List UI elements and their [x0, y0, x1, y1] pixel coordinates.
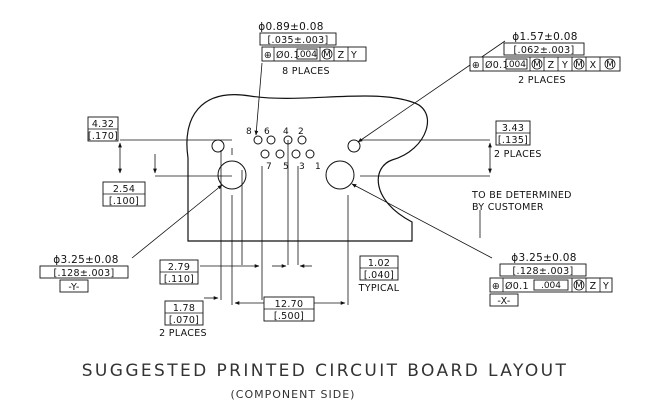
customer-note: TO BE DETERMINED BY CUSTOMER — [471, 190, 572, 213]
fcf-datum-y: Y — [350, 50, 357, 61]
callout-big-hole-right: ϕ3.25±0.08 [.128±.003] ⊕ Ø0.1 .004 M Z Y… — [489, 252, 613, 307]
small-hole-count: 8 PLACES — [282, 66, 330, 77]
fcf-tolerance: Ø0.1 — [505, 281, 529, 292]
fcf-datum-z: Z — [338, 50, 345, 61]
dim-2-54-inch: [.100] — [109, 196, 139, 207]
fcf-datum-z: Z — [548, 60, 555, 71]
mount-hole-inch: [.062±.003] — [514, 45, 575, 56]
big-hole-left — [217, 160, 247, 190]
dim-1-78-inch: [.070] — [169, 315, 199, 326]
dim-2-54: 2.54 [.100] — [102, 181, 146, 207]
dim-1-02-note: TYPICAL — [358, 283, 400, 294]
callout-small-hole: ϕ0.89±0.08 [.035±.003] ⊕ Ø0.1 .004 M Z Y… — [258, 21, 367, 77]
big-right-inch: [.128±.003] — [513, 266, 574, 277]
datum-y-label: -Y- — [68, 282, 79, 293]
mount-hole-left — [211, 139, 225, 153]
pin-label-5: 5 — [283, 162, 289, 172]
pin-label-3: 3 — [299, 162, 305, 172]
dim-1-02: 1.02 [.040] TYPICAL — [358, 255, 400, 294]
dim-3-43-inch: [.135] — [498, 135, 528, 146]
callout-mount-hole: ϕ1.57±0.08 [.062±.003] ⊕ Ø0.1 .004 M Z Y… — [469, 31, 621, 86]
extension-lines — [120, 139, 490, 305]
big-right-diameter: ϕ3.25±0.08 — [511, 252, 576, 264]
mount-hole-right — [347, 139, 361, 153]
pin-hole-3 — [291, 149, 301, 159]
fcf-position-symbol: ⊕ — [472, 60, 480, 71]
fcf-modifier: M — [606, 60, 614, 70]
big-hole-right — [325, 160, 355, 190]
fcf-datum-y: Y — [602, 281, 609, 292]
pin-hole-6 — [266, 135, 276, 145]
customer-note-line2: BY CUSTOMER — [472, 202, 544, 213]
holes — [211, 135, 361, 190]
pin-label-6: 6 — [264, 127, 270, 137]
fcf-tolerance-inch: .004 — [506, 60, 526, 70]
dim-2-79: 2.79 [.110] — [159, 259, 199, 285]
small-hole-inch: [.035±.003] — [268, 35, 329, 46]
dim-12-70: 12.70 [.500] — [263, 296, 315, 322]
drawing-title: SUGGESTED PRINTED CIRCUIT BOARD LAYOUT — [82, 361, 569, 381]
fcf-position-symbol: ⊕ — [264, 50, 272, 61]
dim-3-43-mm: 3.43 — [502, 123, 524, 134]
dim-4-32-inch: [.170] — [88, 131, 118, 142]
fcf-datum-z: Z — [590, 281, 597, 292]
board-outline — [186, 94, 429, 242]
dim-2-79-mm: 2.79 — [168, 262, 190, 273]
dim-2-79-inch: [.110] — [164, 274, 194, 285]
dim-1-78: 1.78 [.070] 2 PLACES — [159, 300, 207, 339]
fcf-tolerance-inch: .004 — [297, 50, 317, 60]
dim-1-02-inch: [.040] — [364, 270, 394, 281]
fcf-tolerance: Ø0.1 — [276, 50, 300, 61]
customer-note-line1: TO BE DETERMINED — [471, 190, 572, 201]
fcf-datum-x: X — [590, 60, 597, 71]
fcf-datum-y: Y — [561, 60, 568, 71]
big-left-diameter: ϕ3.25±0.08 — [53, 254, 118, 266]
callout-big-hole-left: ϕ3.25±0.08 [.128±.003] -Y- — [39, 254, 129, 293]
dim-12-70-mm: 12.70 — [275, 299, 304, 310]
dim-12-70-inch: [.500] — [274, 311, 304, 322]
pin-label-7: 7 — [266, 162, 272, 172]
dim-1-78-note: 2 PLACES — [159, 328, 207, 339]
pin-label-4: 4 — [283, 127, 289, 137]
pin-hole-2 — [297, 135, 307, 145]
fcf-modifier: M — [533, 60, 541, 70]
big-left-inch: [.128±.003] — [54, 268, 115, 279]
mount-hole-diameter: ϕ1.57±0.08 — [512, 31, 577, 43]
fcf-modifier: M — [575, 281, 583, 291]
dim-4-32: 4.32 [.170] — [87, 116, 119, 142]
dim-4-32-mm: 4.32 — [92, 119, 114, 130]
drawing-subtitle: (COMPONENT SIDE) — [231, 388, 356, 401]
dim-2-54-mm: 2.54 — [113, 184, 135, 195]
dim-1-78-mm: 1.78 — [173, 303, 195, 314]
dim-1-02-mm: 1.02 — [368, 258, 390, 269]
pin-numbers: 8 6 4 2 7 5 3 1 — [246, 127, 321, 172]
datum-x-label: -X- — [497, 296, 510, 307]
fcf-modifier: M — [575, 60, 583, 70]
fcf-tolerance-inch: .004 — [541, 281, 561, 291]
fcf-modifier: M — [323, 50, 331, 60]
pin-hole-8 — [253, 135, 263, 145]
pin-label-2: 2 — [298, 127, 304, 137]
pin-hole-7 — [260, 149, 270, 159]
fcf-position-symbol: ⊕ — [492, 281, 500, 292]
pin-hole-5 — [275, 149, 285, 159]
dim-3-43: 3.43 [.135] 2 PLACES — [494, 120, 542, 160]
pin-label-8: 8 — [246, 127, 252, 137]
dim-3-43-note: 2 PLACES — [494, 149, 542, 160]
pin-label-1: 1 — [315, 162, 321, 172]
pin-hole-1 — [305, 149, 315, 159]
fcf-tolerance: Ø0.1 — [485, 60, 509, 71]
small-hole-diameter: ϕ0.89±0.08 — [258, 21, 323, 33]
mount-hole-count: 2 PLACES — [518, 75, 566, 86]
pin-hole-4 — [283, 135, 293, 145]
